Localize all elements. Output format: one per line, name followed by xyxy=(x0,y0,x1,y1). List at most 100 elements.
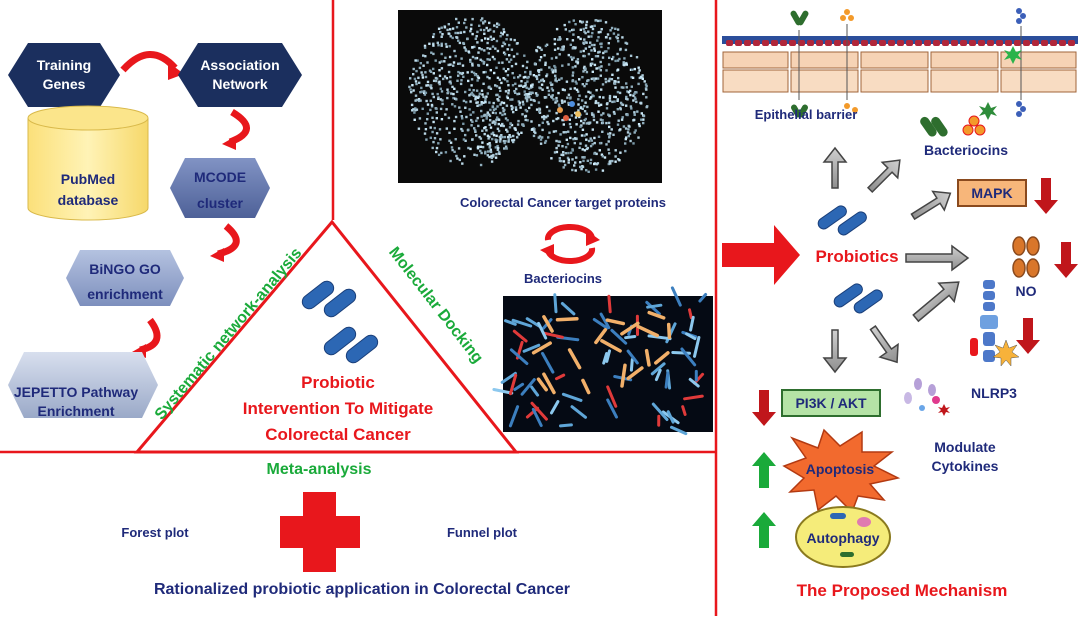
protein-speckle xyxy=(586,71,588,73)
protein-speckle xyxy=(497,50,499,52)
protein-speckle xyxy=(626,114,628,116)
protein-speckle xyxy=(493,134,495,136)
protein-speckle xyxy=(464,107,466,109)
protein-speckle xyxy=(514,127,516,129)
protein-speckle xyxy=(594,25,596,27)
protein-speckle xyxy=(572,149,574,151)
protein-speckle xyxy=(583,85,585,87)
microvillus xyxy=(960,40,967,46)
protein-speckle xyxy=(488,22,490,24)
protein-speckle xyxy=(524,90,526,92)
epithelial-cell xyxy=(723,70,788,92)
microvillus xyxy=(870,40,877,46)
protein-speckle xyxy=(552,89,554,91)
protein-speckle xyxy=(455,138,457,140)
protein-speckle xyxy=(615,96,617,98)
protein-speckle xyxy=(460,128,462,130)
protein-speckle xyxy=(623,57,625,59)
epithelial-cell-top xyxy=(791,52,858,68)
protein-speckle xyxy=(425,138,427,140)
protein-speckle xyxy=(583,105,585,107)
microvillus xyxy=(915,40,922,46)
protein-speckle xyxy=(481,48,483,50)
protein-speckle xyxy=(586,21,588,23)
protein-speckle xyxy=(528,93,530,95)
protein-speckle xyxy=(582,21,584,23)
protein-speckle xyxy=(433,96,435,98)
protein-speckle xyxy=(575,169,577,171)
protein-speckle xyxy=(569,30,571,32)
protein-speckle xyxy=(504,43,506,45)
protein-speckle xyxy=(493,24,495,26)
protein-speckle xyxy=(512,135,514,137)
protein-speckle xyxy=(575,81,577,83)
protein-speckle xyxy=(593,119,595,121)
protein-speckle xyxy=(552,120,554,122)
protein-speckle xyxy=(526,77,528,79)
microvillus xyxy=(744,40,751,46)
microvillus xyxy=(1041,40,1048,46)
protein-speckle xyxy=(580,120,582,122)
protein-speckle xyxy=(513,55,515,57)
protein-speckle xyxy=(574,137,576,139)
protein-speckle xyxy=(582,148,584,150)
protein-speckle xyxy=(572,71,574,73)
protein-speckle xyxy=(555,97,557,99)
protein-speckle xyxy=(505,38,507,40)
protein-speckle xyxy=(602,56,604,58)
protein-speckle xyxy=(594,142,596,144)
protein-speckle xyxy=(464,19,466,21)
protein-speckle xyxy=(450,35,452,37)
protein-speckle xyxy=(489,144,491,146)
protein-speckle xyxy=(465,26,467,28)
protein-speckle xyxy=(484,97,486,99)
protein-speckle xyxy=(415,83,417,85)
protein-speckle xyxy=(555,147,557,149)
protein-speckle xyxy=(519,106,521,108)
protein-speckle xyxy=(435,59,437,61)
microvillus xyxy=(1014,40,1021,46)
protein-speckle xyxy=(637,83,639,85)
protein-speckle xyxy=(581,156,583,158)
protein-speckle xyxy=(510,38,512,40)
protein-speckle xyxy=(436,111,438,113)
protein-speckle xyxy=(632,119,634,121)
microvillus xyxy=(978,40,985,46)
microvillus xyxy=(924,40,931,46)
protein-speckle xyxy=(642,122,644,124)
protein-speckle xyxy=(495,135,497,137)
protein-speckle xyxy=(483,29,485,31)
protein-speckle xyxy=(483,61,485,63)
protein-speckle xyxy=(415,70,417,72)
residue-stick xyxy=(609,296,610,312)
protein-speckle xyxy=(448,32,450,34)
protein-speckle xyxy=(438,154,440,156)
protein-speckle xyxy=(556,28,558,30)
protein-speckle xyxy=(562,151,564,153)
protein-speckle xyxy=(572,39,574,41)
protein-speckle xyxy=(430,84,432,86)
protein-speckle xyxy=(516,136,518,138)
protein-speckle xyxy=(435,77,437,79)
protein-speckle xyxy=(561,99,563,101)
protein-speckle xyxy=(559,53,561,55)
protein-speckle xyxy=(578,147,580,149)
protein-speckle xyxy=(550,95,552,97)
protein-speckle xyxy=(449,63,451,65)
protein-speckle xyxy=(567,152,569,154)
protein-speckle xyxy=(506,130,508,132)
protein-speckle xyxy=(570,152,572,154)
protein-speckle xyxy=(595,67,597,69)
pi3k-akt-label: PI3K / AKT xyxy=(795,395,866,411)
protein-speckle xyxy=(555,99,557,101)
protein-speckle xyxy=(506,147,508,149)
modulate-cytokines-label-1: Modulate xyxy=(934,439,996,455)
protein-speckle xyxy=(486,58,488,60)
protein-speckle xyxy=(582,160,584,162)
protein-speckle xyxy=(546,87,548,89)
protein-speckle xyxy=(512,111,514,113)
protein-speckle xyxy=(633,93,635,95)
protein-speckle xyxy=(501,114,503,116)
protein-speckle xyxy=(628,135,630,137)
protein-speckle xyxy=(412,73,414,75)
